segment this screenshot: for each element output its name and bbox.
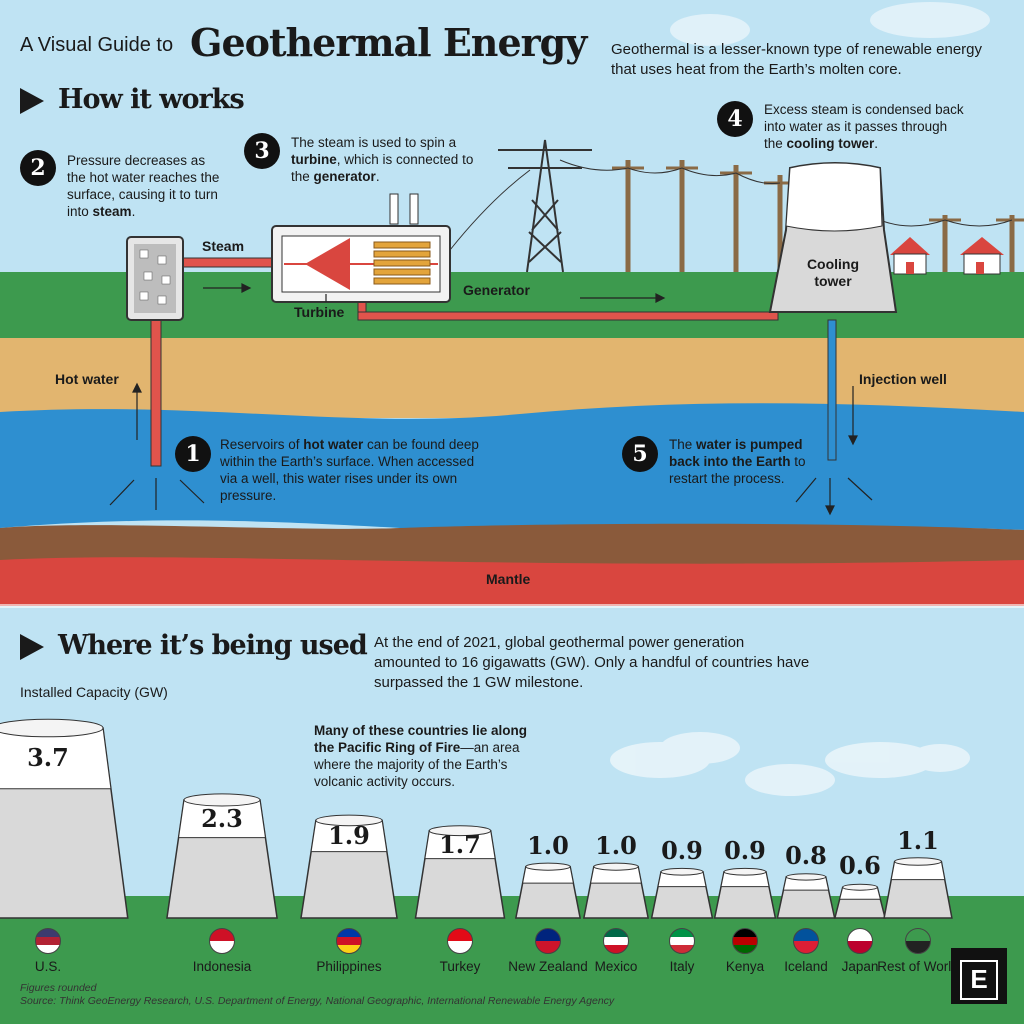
value-label: 1.7 xyxy=(439,829,481,859)
value-label: 2.3 xyxy=(201,803,243,833)
step-2-badge: 2 xyxy=(20,150,56,186)
flag-icon xyxy=(336,928,362,954)
flag-icon xyxy=(793,928,819,954)
bar-rim xyxy=(183,793,261,807)
value-label: 1.0 xyxy=(527,830,569,860)
play-triangle-icon xyxy=(20,88,44,114)
category-label: Indonesia xyxy=(192,959,252,974)
category-label: Rest of World xyxy=(877,959,959,974)
category-label: Japan xyxy=(841,959,879,974)
step-4-text: Excess steam is condensed back into wate… xyxy=(764,102,964,151)
source-text: Source: Think GeoEnergy Research, U.S. D… xyxy=(20,995,615,1007)
flag-icon xyxy=(669,928,695,954)
flag-icon xyxy=(732,928,758,954)
step-1-badge: 1 xyxy=(175,436,211,472)
footer-note: Figures rounded xyxy=(20,982,97,994)
category-label: Mexico xyxy=(594,959,638,974)
intro-text: Geothermal is a lesser-known type of ren… xyxy=(611,41,983,78)
flag-icon xyxy=(905,928,931,954)
bar-rim xyxy=(315,814,383,827)
step-1-text: Reservoirs of hot water can be found dee… xyxy=(220,437,479,503)
hot-water-label: Hot water xyxy=(55,371,119,387)
value-label: 0.9 xyxy=(661,835,703,865)
bar-rim xyxy=(660,867,704,876)
step-2-text: Pressure decreases as the hot water reac… xyxy=(67,153,220,219)
bar-rim xyxy=(525,862,571,871)
chart-bars xyxy=(0,718,953,919)
step-4-badge: 4 xyxy=(717,101,753,137)
flag-icon xyxy=(535,928,561,954)
value-label: 0.8 xyxy=(785,840,827,870)
category-label: Philippines xyxy=(316,959,382,974)
value-label: 1.0 xyxy=(595,830,637,860)
bar-rim xyxy=(0,718,104,738)
y-axis-label: Installed Capacity (GW) xyxy=(20,684,168,700)
category-label: Kenya xyxy=(725,959,765,974)
step-5-badge: 5 xyxy=(622,436,658,472)
mantle-label: Mantle xyxy=(486,571,531,587)
step-3-text: The steam is used to spin a turbine, whi… xyxy=(291,135,474,184)
flag-icon xyxy=(35,928,61,954)
value-label: 0.6 xyxy=(839,851,881,881)
bar-rim xyxy=(428,825,492,837)
value-label: 1.9 xyxy=(328,821,370,851)
bar-rim xyxy=(723,867,767,876)
category-label: Iceland xyxy=(784,959,828,974)
bar-rim xyxy=(842,883,878,891)
cooling-tower-label: Cooling tower xyxy=(806,256,860,289)
bar-rim xyxy=(894,857,942,866)
step-3-badge: 3 xyxy=(244,133,280,169)
flag-icon xyxy=(447,928,473,954)
ring-of-fire-note: Many of these countries lie along the Pa… xyxy=(314,723,528,789)
bar-rim xyxy=(785,873,827,881)
flag-icon xyxy=(209,928,235,954)
steam-label: Steam xyxy=(202,238,245,254)
value-label: 0.9 xyxy=(724,835,766,865)
turbine-label: Turbine xyxy=(294,304,345,320)
where-used-intro: At the end of 2021, global geothermal po… xyxy=(374,634,810,691)
play-triangle-icon xyxy=(20,634,44,660)
where-used-heading: Where it’s being used xyxy=(58,630,368,661)
category-label: Turkey xyxy=(439,959,481,974)
generator-label: Generator xyxy=(463,282,530,298)
category-label: Italy xyxy=(669,959,695,974)
flag-icon xyxy=(603,928,629,954)
category-label: New Zealand xyxy=(508,959,588,974)
category-label: U.S. xyxy=(34,959,62,974)
value-label: 1.1 xyxy=(897,825,939,855)
bar-rim xyxy=(593,862,639,871)
value-label: 3.7 xyxy=(27,743,69,773)
flag-icon xyxy=(847,928,873,954)
injection-well-label: Injection well xyxy=(859,371,947,387)
title-prefix: A Visual Guide to xyxy=(20,34,174,56)
brand-logo: E xyxy=(951,948,1007,1004)
how-it-works-heading: How it works xyxy=(58,84,245,115)
page-title: Geothermal Energy xyxy=(190,20,587,65)
step-5-text: The water is pumped back into the Earth … xyxy=(669,437,806,486)
